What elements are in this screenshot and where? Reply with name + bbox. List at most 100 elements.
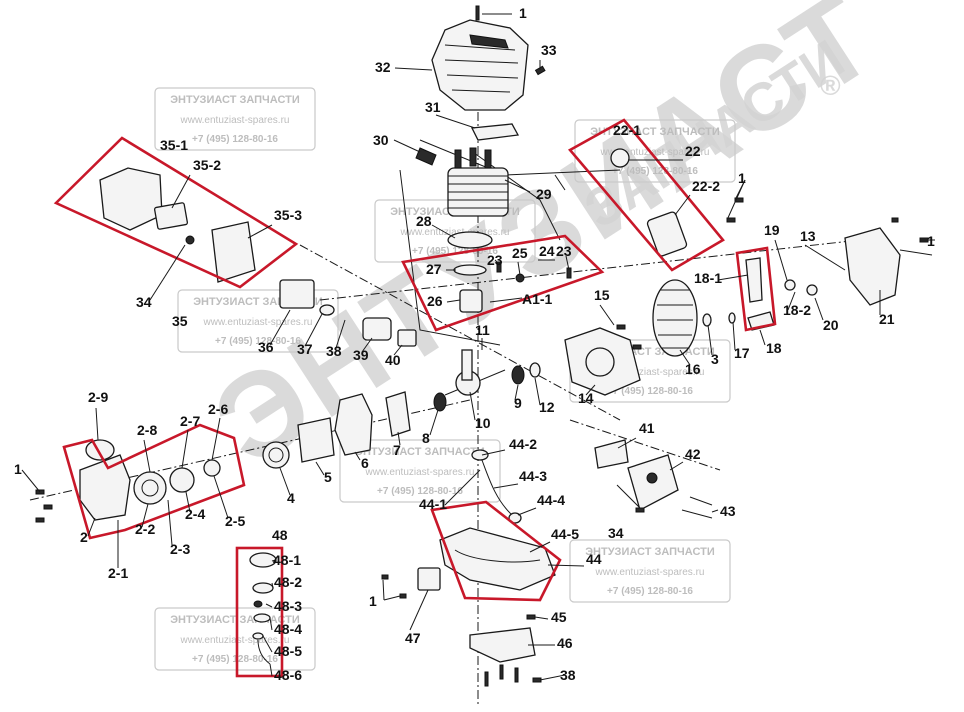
- part-label: 27: [426, 261, 442, 277]
- leader-line: [674, 194, 691, 216]
- leader-line: [494, 259, 498, 263]
- leader-line: [679, 349, 691, 366]
- leader-line: [539, 674, 566, 681]
- part-label: 36: [258, 339, 274, 355]
- leader-line: [393, 139, 421, 153]
- part-label: 44-4: [537, 492, 565, 508]
- ignition-coil: [646, 211, 688, 257]
- leader-line: [271, 559, 277, 562]
- leader-line: [585, 384, 596, 396]
- part-label: 13: [800, 228, 816, 244]
- part-label: 44-3: [519, 468, 547, 484]
- leader-line: [394, 67, 433, 71]
- part-label: 23: [487, 252, 503, 268]
- part-label: 9: [514, 395, 522, 411]
- part-label: 8: [422, 430, 430, 446]
- part-label: 38: [326, 343, 342, 359]
- leader-line: [504, 179, 531, 193]
- watermark-stamp-phone: +7 (495) 128-80-16: [192, 134, 278, 145]
- leader-line: [899, 249, 933, 256]
- leader-line: [354, 451, 361, 461]
- watermark-stamp-phone: +7 (495) 128-80-16: [192, 654, 278, 665]
- part-label: 2-5: [225, 513, 245, 529]
- leader-line: [599, 304, 615, 326]
- part-label: 48-3: [274, 598, 302, 614]
- watermark-stamp-url: www.entuziast-spares.ru: [180, 635, 290, 646]
- part-label: 48: [272, 527, 288, 543]
- leader-line: [141, 503, 149, 528]
- cylinder: [447, 147, 509, 217]
- leader-line: [732, 321, 736, 351]
- leader-line: [361, 337, 373, 353]
- leader-line: [185, 491, 191, 513]
- leader-line: [279, 467, 291, 496]
- leader-line: [393, 344, 403, 356]
- part-label: A1-1: [522, 291, 553, 307]
- part-label: 6: [361, 455, 369, 471]
- watermark-stamp: ЭНТУЗИАСТ ЗАПЧАСТИwww.entuziast-spares.r…: [154, 607, 316, 671]
- leader-line: [143, 439, 151, 473]
- leader-line: [382, 579, 385, 601]
- leader-line: [717, 274, 749, 281]
- part-label: 1: [519, 5, 527, 21]
- starter-pawl: [745, 257, 763, 303]
- leader-line: [247, 224, 273, 239]
- part-label: 1: [369, 593, 377, 609]
- leader-line: [565, 255, 570, 271]
- part-label: 10: [475, 415, 491, 431]
- leader-line: [435, 114, 476, 129]
- watermark-stamp: ЭНТУЗИАСТ ЗАПЧАСТИwww.entuziast-spares.r…: [574, 119, 736, 183]
- watermark-stamp-phone: +7 (495) 128-80-16: [607, 386, 693, 397]
- part-label: 1: [14, 461, 22, 477]
- part-label: 44-1: [419, 496, 447, 512]
- watermark-stamp-phone: +7 (495) 128-80-16: [377, 486, 463, 497]
- watermark-stamp-title: ЭНТУЗИАСТ ЗАПЧАСТИ: [590, 126, 720, 138]
- watermark-stamp: ЭНТУЗИАСТ ЗАПЧАСТИwww.entuziast-spares.r…: [339, 439, 501, 503]
- air-filter-base: [211, 221, 256, 283]
- fan-housing: [844, 227, 901, 306]
- frame-air-filter: [53, 136, 299, 289]
- leader-line: [774, 239, 788, 281]
- part-label: 44: [586, 551, 602, 567]
- part-label: 23: [556, 243, 572, 259]
- leader-line: [265, 603, 273, 608]
- parts: [35, 5, 929, 687]
- part-label: 15: [594, 287, 610, 303]
- part-label: 39: [353, 347, 369, 363]
- part-label: 18-2: [783, 302, 811, 318]
- air-filter-cover: [99, 167, 163, 231]
- muffler-gasket: [594, 439, 629, 469]
- part-label: 40: [385, 352, 401, 368]
- part-label: 28: [416, 213, 432, 229]
- part-label: 46: [557, 635, 573, 651]
- part-label: 21: [879, 311, 895, 327]
- part-label: 12: [539, 399, 555, 415]
- part-label: 43: [720, 503, 736, 519]
- fuel-tank: [439, 527, 556, 591]
- registered-mark: ®: [820, 70, 841, 101]
- flywheel: [652, 279, 698, 357]
- frame-starter: [62, 423, 246, 540]
- part-label: 48-5: [274, 643, 302, 659]
- part-label: 20: [823, 317, 839, 333]
- leader-line: [409, 589, 429, 631]
- leader-line: [493, 483, 519, 489]
- leader-line: [431, 224, 456, 239]
- part-label: 4: [287, 490, 295, 506]
- part-label: 2-2: [135, 521, 155, 537]
- part-label: 2-8: [137, 422, 157, 438]
- part-label: 33: [541, 42, 557, 58]
- intake-manifold: [362, 317, 392, 341]
- leader-line: [262, 635, 273, 653]
- leader-line: [446, 299, 461, 303]
- leader-line: [167, 499, 173, 546]
- part-label: 5: [324, 469, 332, 485]
- part-label: 26: [427, 293, 443, 309]
- leader-line: [554, 174, 566, 191]
- leader-line: [271, 582, 274, 589]
- part-label: 41: [639, 420, 655, 436]
- watermark-stamp-phone: +7 (495) 128-80-16: [412, 246, 498, 257]
- leader-line: [481, 449, 506, 456]
